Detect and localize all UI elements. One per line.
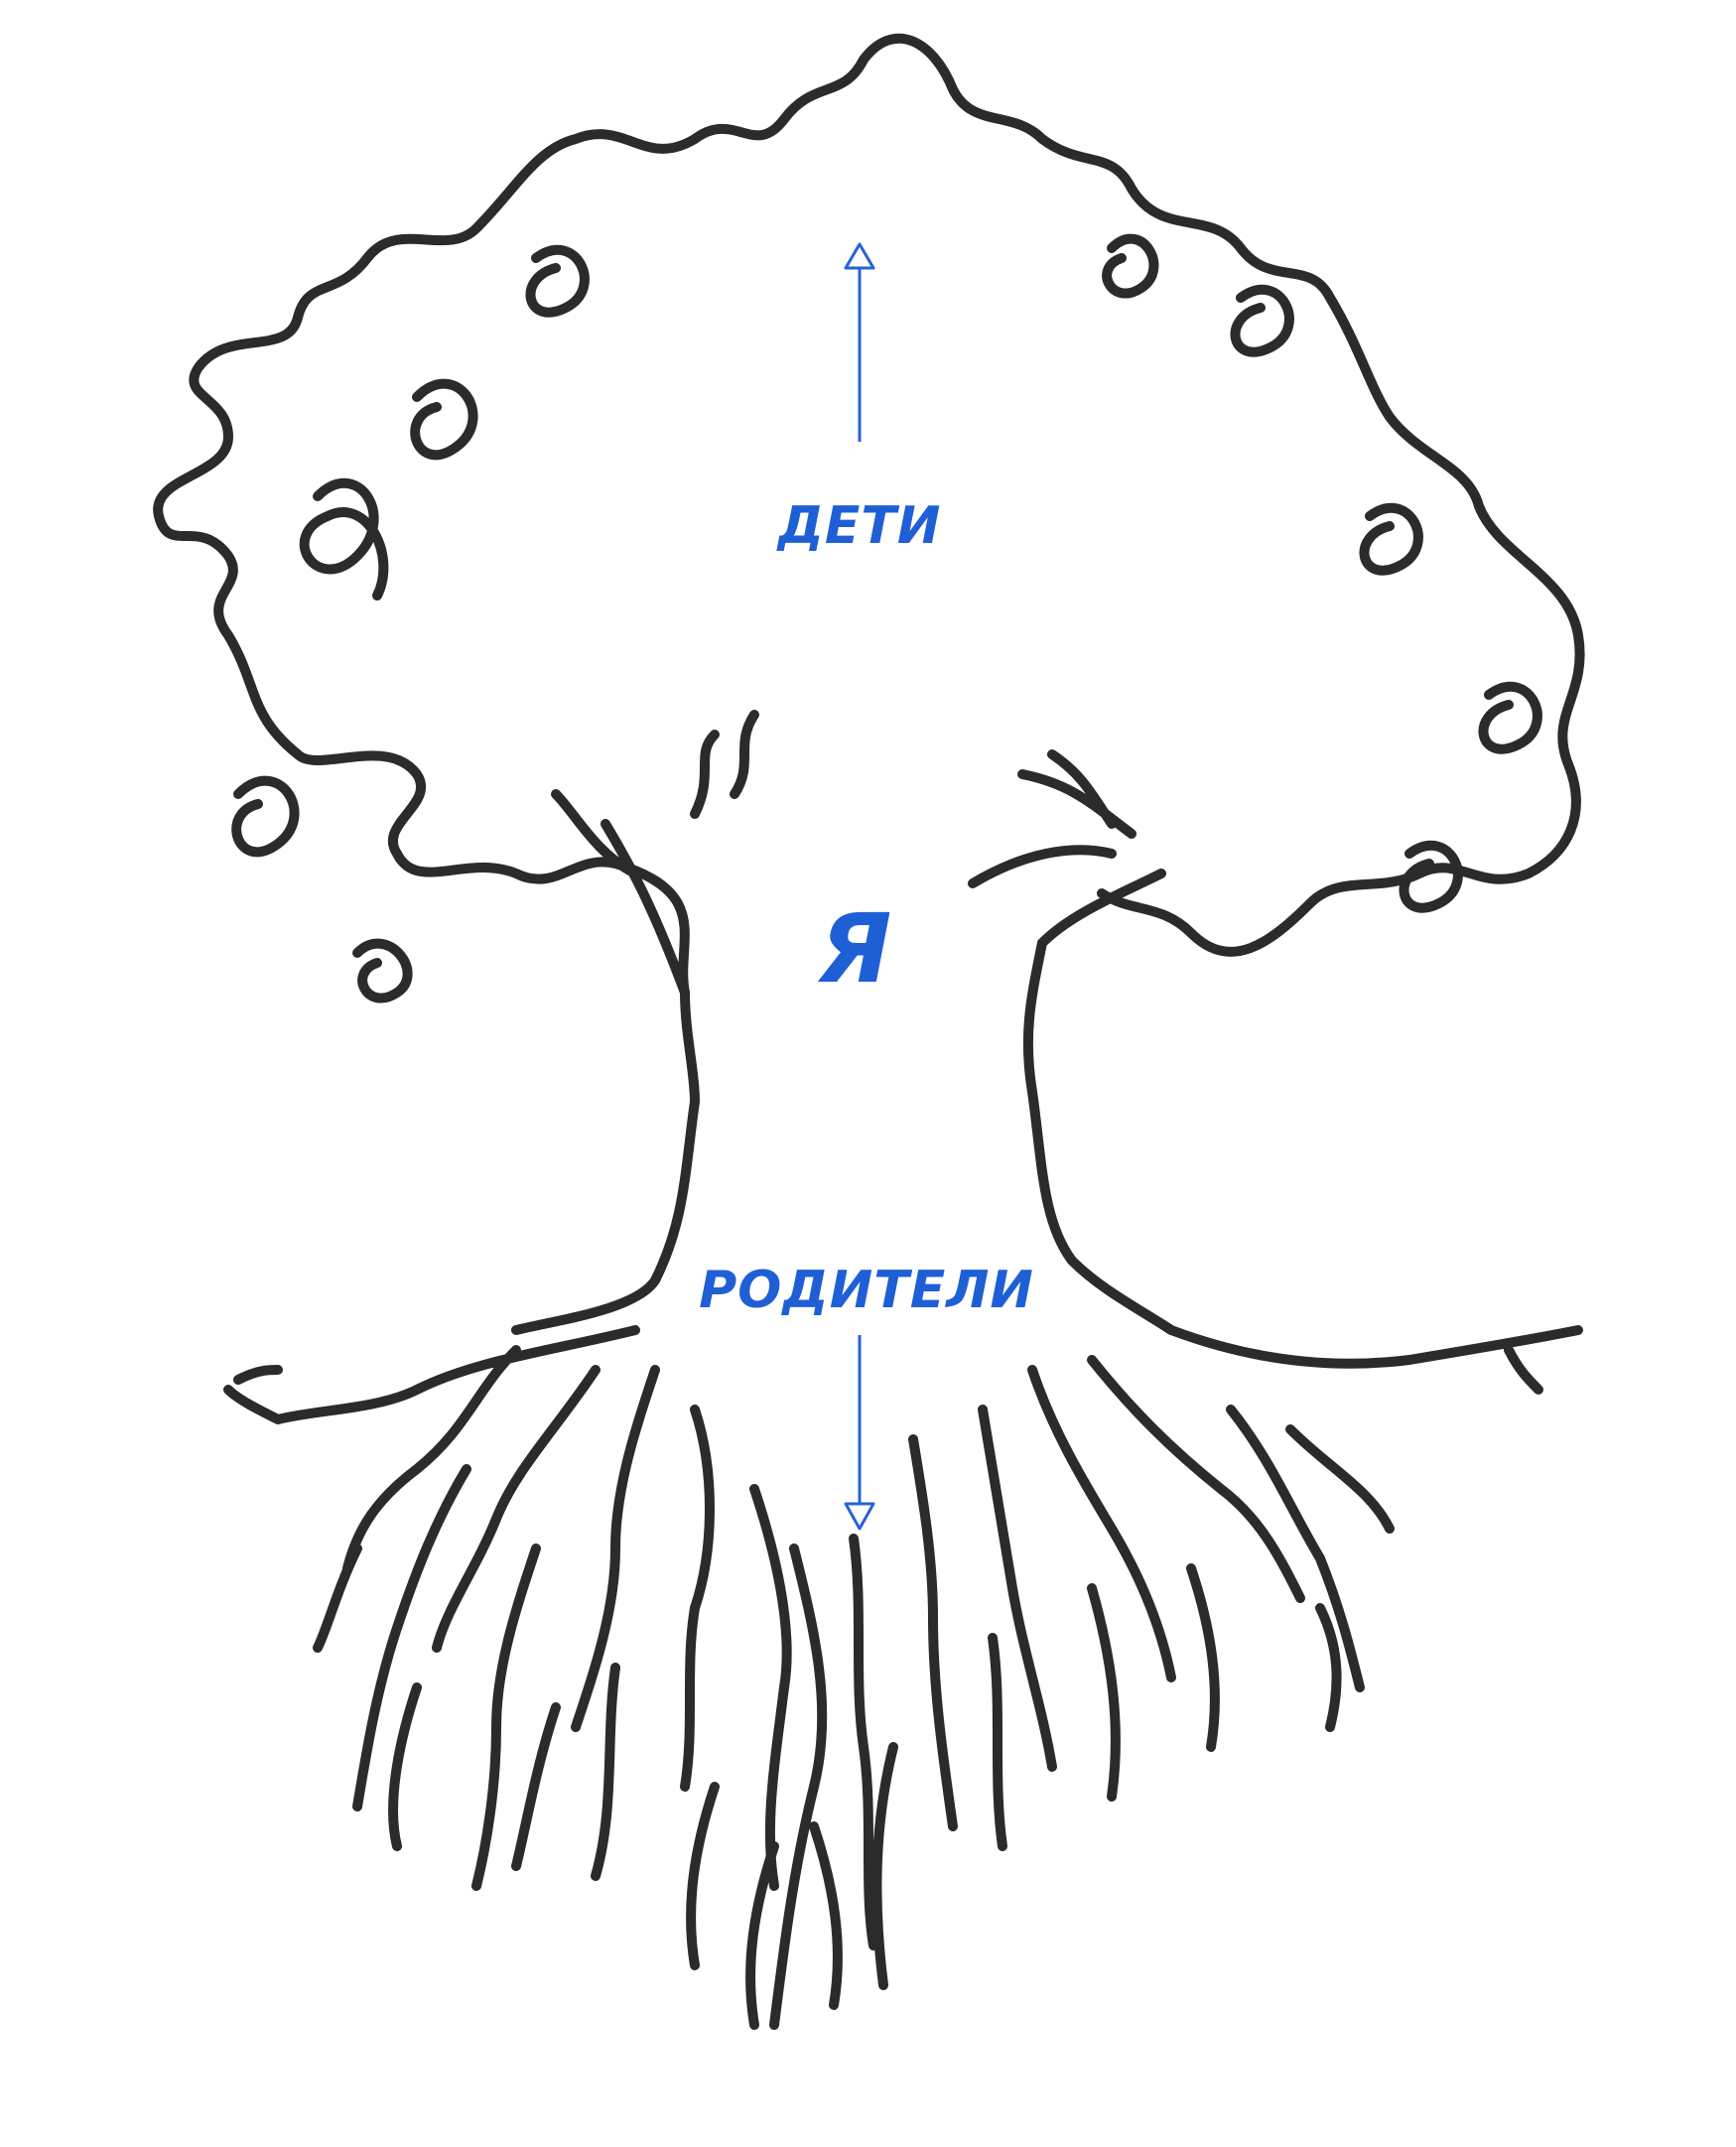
label-self: Я [818, 893, 893, 1005]
taproots [686, 1543, 898, 2030]
tree-crown [153, 33, 1585, 998]
tree-trunk-right [1022, 938, 1176, 1335]
arrow-down-icon [844, 1335, 875, 1531]
branch-right [968, 749, 1166, 948]
arrow-up-icon [844, 242, 875, 442]
roots-right [849, 1325, 1583, 1950]
label-children: ДЕТИ [777, 496, 942, 556]
tree-trunk-left [511, 988, 700, 1335]
crown-scribble-right [1102, 233, 1542, 913]
branch-left [551, 710, 759, 998]
crown-scribble-left [231, 245, 590, 1004]
label-parents: РОДИТЕЛИ [699, 1261, 1034, 1320]
roots-left [223, 1325, 792, 1891]
